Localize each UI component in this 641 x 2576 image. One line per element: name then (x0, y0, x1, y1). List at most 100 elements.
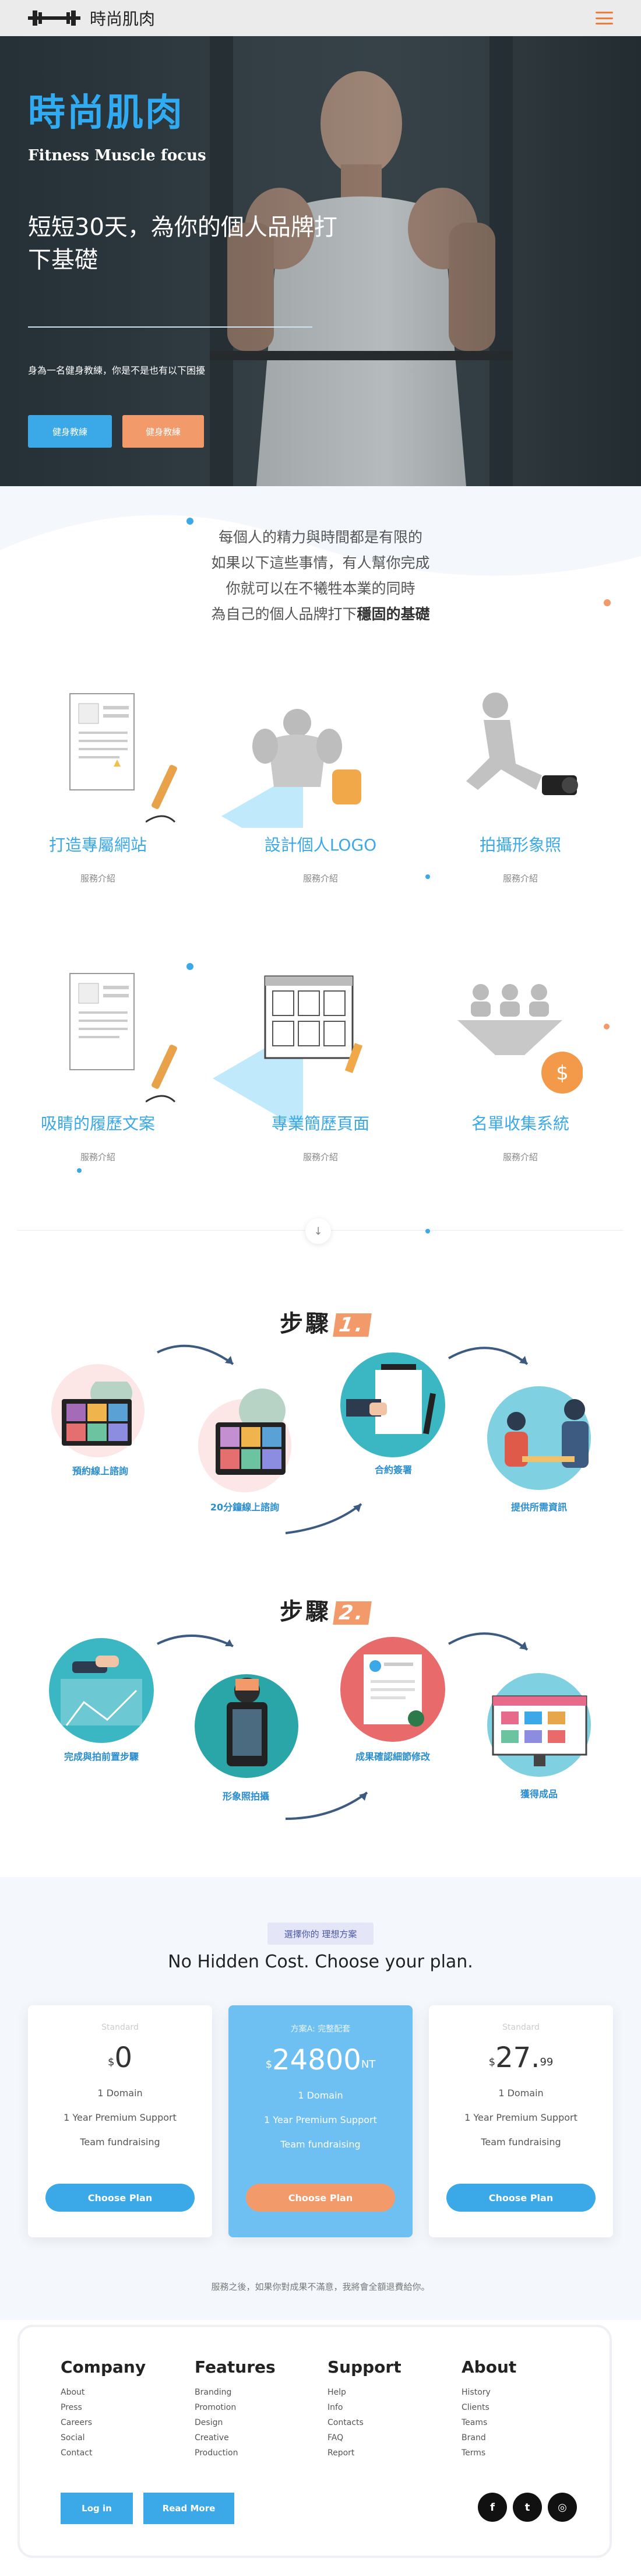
footer-link[interactable]: Terms (462, 2448, 486, 2458)
choose-plan-button[interactable]: Choose Plan (45, 2184, 195, 2212)
step-label: 合約簽署 (374, 1464, 412, 1475)
hero-subtitle: Fitness Muscle focus (28, 147, 206, 164)
video-call-laptop (62, 1382, 132, 1446)
footer-heading: About (462, 2357, 517, 2377)
footer-heading: Company (61, 2357, 146, 2377)
step-label: 成果確認細節修改 (355, 1751, 430, 1762)
pricing-badge: 選擇你的 理想方案 (267, 1923, 374, 1945)
top-nav: 時尚肌肉 (0, 0, 641, 36)
footer-link[interactable]: FAQ (327, 2433, 344, 2443)
decor-dot (77, 1168, 82, 1173)
gallery-page-icon (213, 975, 363, 1125)
footer-link[interactable]: Creative (195, 2433, 229, 2443)
document-pen-icon (69, 693, 135, 790)
plan-tier: 方案A: 完整配套 (290, 2025, 351, 2034)
choose-plan-button[interactable]: Choose Plan (246, 2184, 395, 2212)
service-sub[interactable]: 服務介紹 (302, 1152, 338, 1162)
scroll-down-icon[interactable]: ↓ (305, 1218, 331, 1244)
footer-column: Features Branding Promotion Design Creat… (195, 2357, 311, 2461)
hero-secondary-button[interactable]: 健身教練 (122, 415, 204, 448)
footer-link[interactable]: Contact (61, 2448, 93, 2458)
intro-line: 你就可以在不犧牲本業的同時 (226, 580, 415, 597)
footer-link[interactable]: Careers (61, 2418, 93, 2427)
svg-text:$: $ (556, 1062, 569, 1085)
step-label: 預約線上諮詢 (72, 1466, 128, 1477)
footer: Company About Press Careers Social Conta… (17, 2325, 612, 2558)
service-title[interactable]: 吸睛的履歷文案 (40, 1114, 155, 1133)
instagram-icon[interactable]: ◎ (548, 2493, 577, 2522)
footer-link[interactable]: Branding (195, 2388, 232, 2397)
service-title[interactable]: 拍攝形象照 (479, 835, 561, 855)
pen-icon (146, 765, 177, 823)
facebook-icon[interactable]: f (478, 2493, 507, 2522)
intro-line: 如果以下這些事情，有人幫你完成 (211, 554, 430, 571)
wave-background (0, 486, 641, 576)
read-more-button[interactable]: Read More (143, 2493, 234, 2524)
footer-link[interactable]: Social (61, 2433, 85, 2443)
refund-note: 服務之後，如果你對成果不滿意，我將會全額退費給你。 (211, 2282, 430, 2292)
hero-overlay (0, 36, 641, 486)
footer-link[interactable]: Clients (462, 2403, 489, 2412)
hero-small-text: 身為一名健身教練，你是不是也有以下困擾 (28, 365, 206, 376)
choose-plan-button[interactable]: Choose Plan (446, 2184, 596, 2212)
footer-link[interactable]: History (462, 2388, 491, 2397)
login-button[interactable]: Log in (61, 2493, 133, 2524)
footer-link[interactable]: Info (327, 2403, 343, 2412)
twitter-icon[interactable]: t (513, 2493, 542, 2522)
decor-dot (425, 874, 430, 879)
service-sub[interactable]: 服務介紹 (80, 1152, 115, 1162)
service-title[interactable]: 打造專屬網站 (48, 835, 147, 855)
service-title[interactable]: 專業簡歷頁面 (271, 1114, 369, 1133)
service-sub[interactable]: 服務介紹 (302, 873, 338, 884)
footer-link[interactable]: Design (195, 2418, 223, 2427)
muscle-logo-icon (221, 709, 361, 828)
service-sub[interactable]: 服務介紹 (502, 873, 538, 884)
website-result (492, 1695, 587, 1766)
contract-sign (346, 1364, 436, 1435)
step-label: 獲得成品 (520, 1788, 558, 1800)
footer-link[interactable]: Production (195, 2448, 238, 2458)
hero-banner: 時尚肌肉 Fitness Muscle focus 短短30天，為你的個人品牌打… (0, 36, 641, 486)
footer-link[interactable]: Brand (462, 2433, 486, 2443)
intro-line: 每個人的精力與時間都是有限的 (218, 529, 422, 546)
footer-link[interactable]: About (61, 2388, 85, 2397)
decor-dot (604, 599, 611, 606)
resume-pen-icon (69, 973, 135, 1070)
footer-link[interactable]: Report (327, 2448, 355, 2458)
step2-arrows (157, 1632, 529, 1820)
footer-link[interactable]: Promotion (195, 2403, 237, 2412)
intro-line: 為自己的個人品牌打下穩固的基礎 (211, 606, 430, 623)
plan-price: $24800NT (265, 2044, 376, 2076)
dumbbell-icon[interactable] (28, 9, 80, 27)
service-sub[interactable]: 服務介紹 (80, 873, 115, 884)
step-label: 提供所需資訊 (510, 1502, 567, 1513)
planning (61, 1656, 142, 1726)
service-title[interactable]: 名單收集系統 (471, 1114, 569, 1133)
hero-slogan: 短短30天，為你的個人品牌打下基礎 (28, 214, 337, 273)
pricing-title: No Hidden Cost. Choose your plan. (168, 1952, 473, 1972)
pen-icon (146, 1045, 177, 1103)
brand-name[interactable]: 時尚肌肉 (90, 9, 156, 29)
laptop-meeting (216, 1389, 286, 1475)
hero-primary-button[interactable]: 健身教練 (28, 415, 112, 448)
footer-link[interactable]: Press (61, 2403, 82, 2412)
camera-athlete-icon (466, 693, 578, 795)
footer-link[interactable]: Teams (462, 2418, 488, 2427)
footer-column: About History Clients Teams Brand Terms (462, 2357, 578, 2461)
decor-dot (425, 1229, 430, 1233)
service-sub[interactable]: 服務介紹 (502, 1152, 538, 1162)
hamburger-menu-icon[interactable] (596, 12, 613, 24)
footer-link[interactable]: Contacts (327, 2418, 364, 2427)
review (364, 1654, 424, 1727)
service-title[interactable]: 設計個人LOGO (264, 835, 377, 855)
plan-price: $0 (108, 2041, 132, 2074)
plan-tier: Standard (101, 2023, 139, 2032)
intro-text: 每個人的精力與時間都是有限的 如果以下這些事情，有人幫你完成 你就可以在不犧牲本… (0, 525, 641, 627)
footer-link[interactable]: Help (327, 2388, 346, 2397)
